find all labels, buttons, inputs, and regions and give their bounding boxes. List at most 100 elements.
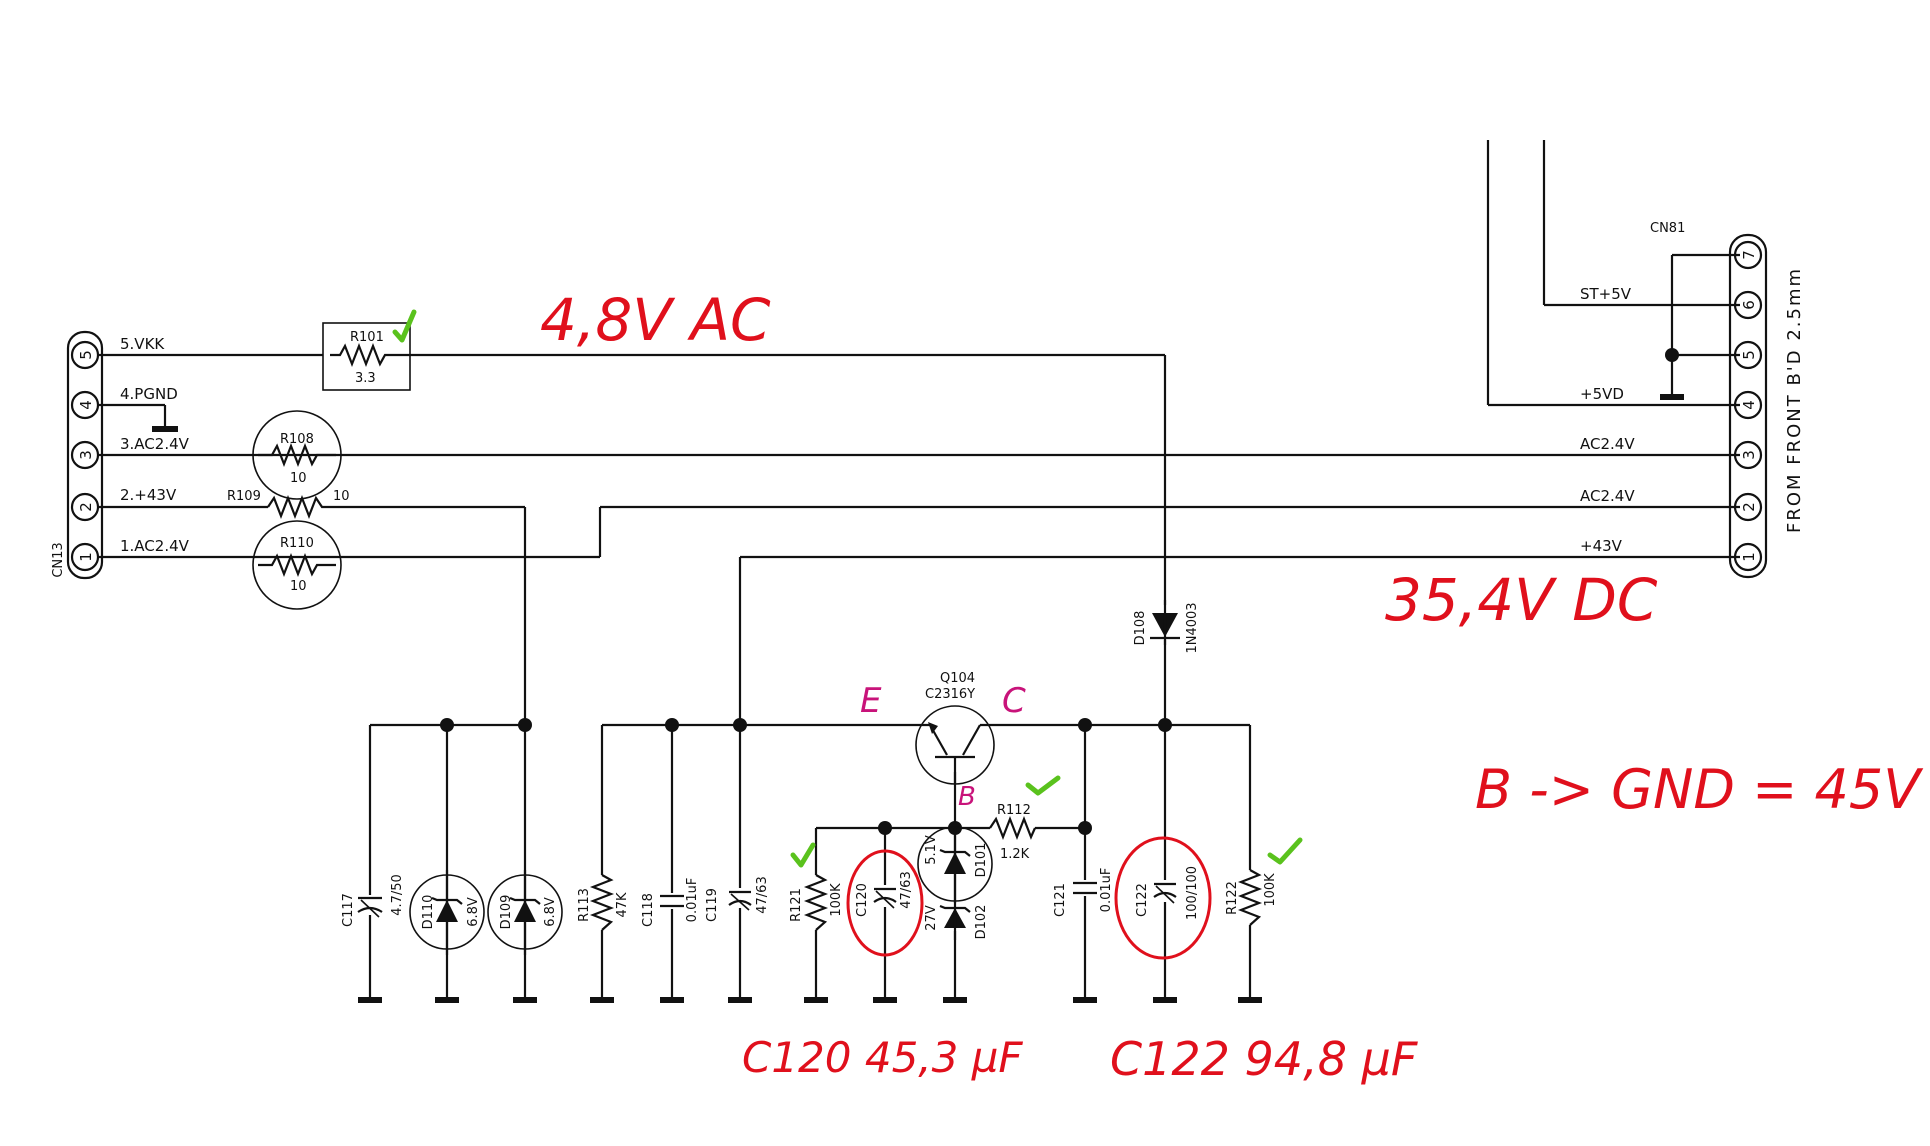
r121-value: 100K (829, 883, 844, 917)
c122-value: 100/100 (1185, 866, 1200, 920)
c117-value: 4.7/50 (390, 874, 405, 916)
resistor-r112: R112 1.2K (989, 803, 1037, 862)
annotation-c120-meas: C120 45,3 µF (742, 1033, 1023, 1082)
net-5vkk: 5.VKK (120, 335, 165, 353)
r121-ref: R121 (789, 888, 804, 922)
c118-ref: C118 (641, 893, 656, 927)
cn81-pin-1: 1 (1740, 552, 1758, 562)
d108-value: 1N4003 (1185, 602, 1200, 653)
cn81-pin-5: 5 (1740, 350, 1758, 360)
r113-ref: R113 (577, 888, 592, 922)
r122-value: 100K (1263, 873, 1278, 907)
r101-value: 3.3 (355, 371, 376, 386)
zener-d109: D109 6.8V (487, 870, 563, 955)
zener-d110: D110 6.8V (409, 870, 485, 955)
cn81-side-label: FROM FRONT B'D 2.5mm (1784, 267, 1805, 533)
cn81-pin-3: 3 (1740, 450, 1758, 460)
d110-value: 6.8V (466, 897, 481, 927)
c119-value: 47/63 (755, 876, 770, 913)
r113-value: 47K (615, 892, 630, 918)
resistor-r110: R110 10 (252, 520, 342, 610)
r108-value: 10 (290, 471, 307, 486)
r112-value: 1.2K (1000, 847, 1030, 862)
net-3ac24v: 3.AC2.4V (120, 435, 190, 453)
cn81-pin-6: 6 (1740, 300, 1758, 310)
d102-value: 27V (924, 905, 939, 931)
d102-ref: D102 (974, 905, 989, 940)
connector-cn81: 7 6 5 4 3 2 1 CN81 FROM FRONT B'D 2.5mm (1650, 221, 1805, 579)
annotation-collector: C (1002, 681, 1026, 721)
d101-ref: D101 (974, 843, 989, 878)
cn81-ref: CN81 (1650, 221, 1685, 236)
d109-value: 6.8V (543, 897, 558, 927)
annotation-base: B (958, 782, 976, 812)
check-marks (392, 309, 1303, 868)
cn81-pin-2: 2 (1740, 502, 1758, 512)
resistor-r109: R109 10 (227, 489, 350, 520)
cn81-pin-4: 4 (1740, 400, 1758, 410)
net-st5v: ST+5V (1580, 285, 1632, 303)
net-2plus43v: 2.+43V (120, 486, 177, 504)
wires (98, 140, 1740, 1000)
resistor-r122: R122 100K (1225, 869, 1278, 926)
net-4pgnd: 4.PGND (120, 385, 178, 403)
net-r-43v: +43V (1580, 537, 1623, 555)
r101-ref: R101 (350, 330, 384, 345)
q104-ref: Q104 (940, 671, 975, 686)
d108-ref: D108 (1133, 611, 1148, 646)
c121-value: 0.01uF (1099, 868, 1114, 913)
d101-value: 5.1V (924, 835, 939, 865)
net-1ac24v: 1.AC2.4V (120, 537, 190, 555)
net-r-ac24v-a: AC2.4V (1580, 435, 1635, 453)
annotation-b-gnd: B -> GND = 45V (1475, 758, 1924, 821)
red-circles (846, 836, 1212, 960)
d110-ref: D110 (421, 895, 436, 930)
c121-ref: C121 (1053, 883, 1068, 917)
c118-value: 0.01uF (685, 878, 700, 923)
connector-cn13: 5 4 3 2 1 CN13 (51, 330, 104, 580)
capacitor-c119: C119 47/63 (705, 876, 770, 922)
cn13-pin-3: 3 (77, 450, 95, 460)
zener-d101: D101 5.1V (917, 826, 993, 902)
r110-ref: R110 (280, 536, 314, 551)
resistor-r101: R101 3.3 (322, 322, 411, 391)
cn13-pin-1: 1 (77, 552, 95, 562)
annotation-emitter: E (860, 681, 882, 721)
c120-value: 47/63 (899, 871, 914, 908)
zener-d102: D102 27V (924, 900, 989, 940)
d109-ref: D109 (499, 895, 514, 930)
c120-ref: C120 (855, 883, 870, 917)
capacitor-c118: C118 0.01uF (641, 878, 700, 927)
r108-ref: R108 (280, 432, 314, 447)
net-r-ac24v-b: AC2.4V (1580, 487, 1635, 505)
c119-ref: C119 (705, 888, 720, 922)
c117-ref: C117 (341, 893, 356, 927)
capacitor-c122: C122 100/100 (1135, 866, 1200, 920)
cn13-pin-2: 2 (77, 502, 95, 512)
net-5vd: +5VD (1580, 385, 1624, 403)
annotation-c122-meas: C122 94,8 µF (1110, 1032, 1418, 1086)
transistor-q104: Q104 C2316Y (915, 671, 995, 785)
r109-value: 10 (333, 489, 350, 504)
r110-value: 10 (290, 579, 307, 594)
capacitor-c117: C117 4.7/50 (341, 874, 405, 927)
r112-ref: R112 (997, 803, 1031, 818)
junctions (440, 348, 1679, 835)
cn13-pin-4: 4 (77, 400, 95, 410)
r122-ref: R122 (1225, 881, 1240, 915)
resistor-r113: R113 47K (577, 874, 630, 931)
diode-d108: D108 1N4003 (1133, 600, 1200, 654)
cn81-pin-7: 7 (1740, 250, 1758, 260)
annotation-dc-43: 35,4V DC (1385, 566, 1658, 634)
capacitor-c121: C121 0.01uF (1053, 868, 1114, 917)
annotation-vkk-ac: 4,8V AC (540, 286, 771, 354)
q104-value: C2316Y (925, 687, 975, 702)
cn13-pin-5: 5 (77, 350, 95, 360)
resistor-r108: R108 10 (252, 410, 342, 500)
c122-ref: C122 (1135, 883, 1150, 917)
cn13-ref: CN13 (51, 542, 66, 577)
resistor-r121: R121 100K (789, 874, 844, 931)
r109-ref: R109 (227, 489, 261, 504)
capacitor-c120: C120 47/63 (855, 871, 914, 917)
